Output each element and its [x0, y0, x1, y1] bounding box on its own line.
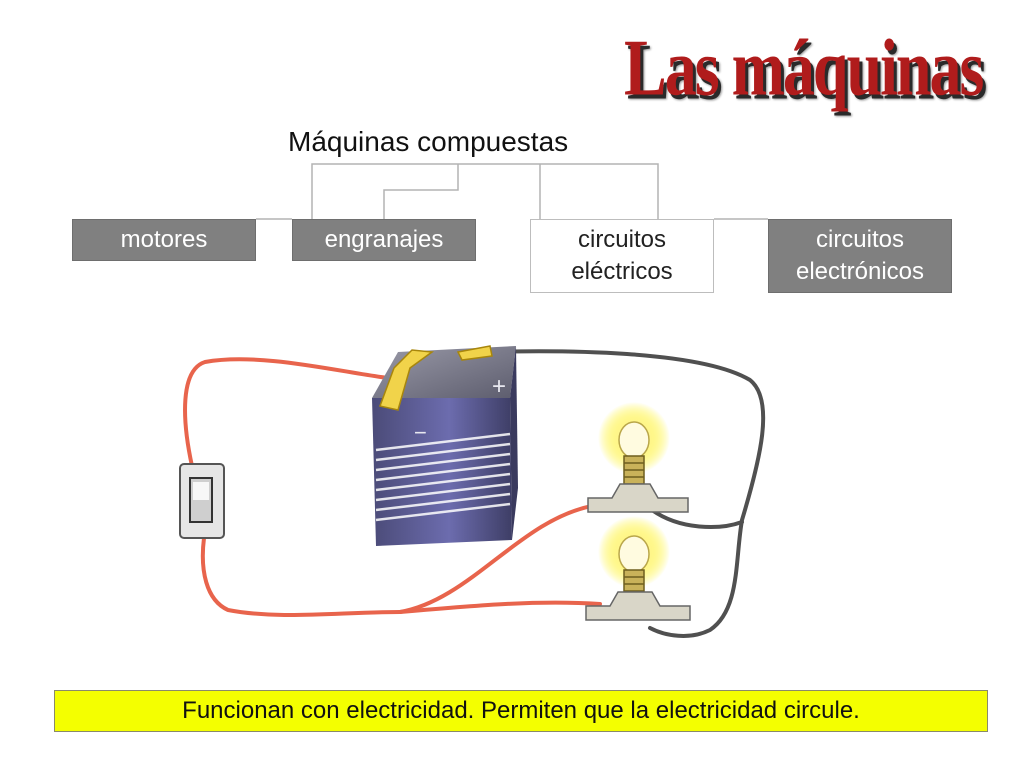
circuit-illustration: + −	[179, 345, 766, 638]
category-label-line2: electrónicos	[795, 258, 925, 285]
category-label-line1: circuitos	[577, 226, 667, 253]
category-label: engranajes	[324, 226, 444, 253]
red-wire-icon	[183, 357, 602, 618]
category-label-line2: eléctricos	[571, 258, 673, 285]
category-circuitos-electronicos[interactable]: circuitos electrónicos	[768, 219, 952, 293]
battery-plus-sign: +	[492, 373, 506, 400]
switch-icon	[179, 463, 225, 539]
category-engranajes[interactable]: engranajes	[292, 219, 476, 261]
category-label-line1: circuitos	[815, 226, 905, 253]
section-subtitle: Máquinas compuestas	[288, 126, 569, 157]
caption-text: Funcionan con electricidad. Permiten que…	[182, 697, 860, 724]
hierarchy-connectors	[256, 163, 768, 220]
gray-wire-icon	[484, 349, 766, 638]
caption-bar: Funcionan con electricidad. Permiten que…	[54, 690, 988, 732]
bulb-icon	[587, 402, 689, 513]
category-label: motores	[120, 226, 208, 253]
battery-icon: + −	[372, 345, 518, 546]
bulb-icon	[585, 516, 691, 621]
category-motores[interactable]: motores	[72, 219, 256, 261]
page-title: Las máquinas	[624, 23, 984, 112]
category-circuitos-electricos[interactable]: circuitos eléctricos	[530, 219, 714, 293]
battery-minus-sign: −	[414, 420, 427, 445]
